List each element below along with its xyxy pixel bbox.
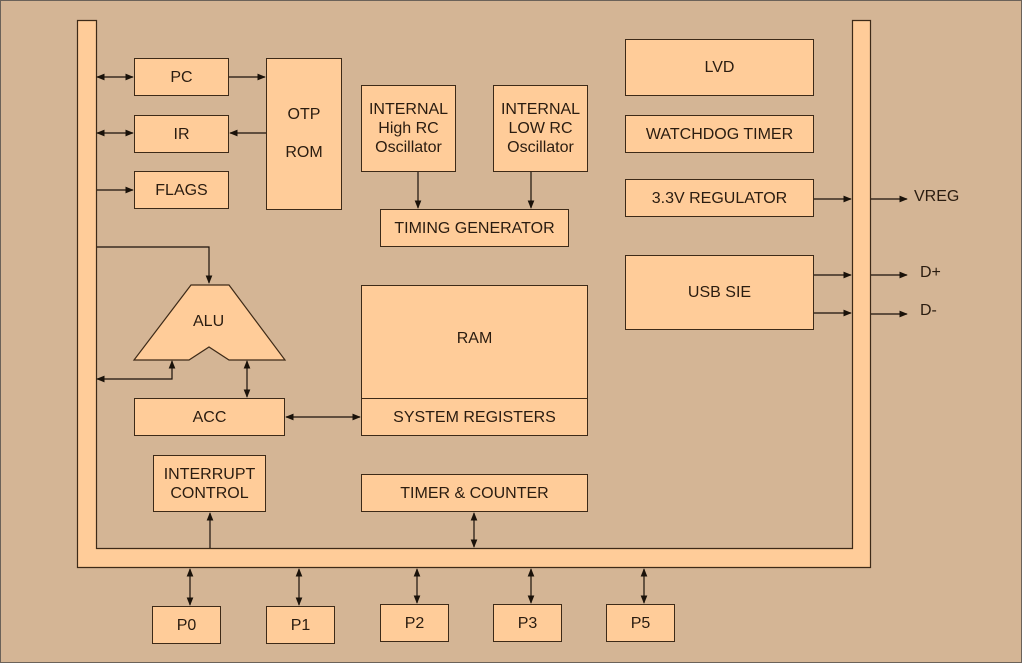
- system-registers-block: SYSTEM REGISTERS: [361, 398, 588, 436]
- acc-label: ACC: [192, 408, 227, 426]
- port-p1-block: P1: [266, 606, 335, 644]
- port-p3-label: P3: [517, 614, 538, 632]
- usb-sie-label: USB SIE: [687, 284, 752, 301]
- acc-block: ACC: [134, 398, 285, 436]
- low-rc-label-line1: INTERNAL: [500, 101, 581, 118]
- alu-label: ALU: [193, 313, 225, 330]
- wire-alu-bus: [96, 360, 176, 383]
- ram-block: RAM: [361, 285, 588, 399]
- port-p0-label: P0: [176, 616, 197, 634]
- port-p5-label: P5: [630, 614, 651, 632]
- low-rc-oscillator-block: INTERNAL LOW RC Oscillator: [493, 85, 588, 172]
- usb-sie-block: USB SIE: [625, 255, 814, 330]
- port-p2-label: P2: [404, 614, 425, 632]
- port-p2-block: P2: [380, 604, 449, 642]
- lvd-block: LVD: [625, 39, 814, 96]
- otp-rom-label-line1: OTP: [287, 106, 321, 123]
- wire-bus-alu: [97, 246, 213, 284]
- high-rc-label-line1: INTERNAL: [368, 101, 449, 118]
- interrupt-label-line1: INTERRUPT: [163, 465, 256, 483]
- ir-label: IR: [173, 125, 190, 143]
- port-p0-block: P0: [152, 606, 221, 644]
- flags-block: FLAGS: [134, 171, 229, 209]
- high-rc-label-line3: Oscillator: [375, 139, 442, 156]
- high-rc-oscillator-block: INTERNAL High RC Oscillator: [361, 85, 456, 172]
- timer-counter-label: TIMER & COUNTER: [400, 484, 549, 502]
- internal-bus-right: [852, 20, 871, 568]
- ir-block: IR: [134, 115, 229, 153]
- port-p5-block: P5: [606, 604, 675, 642]
- d-minus-label: D-: [920, 302, 937, 319]
- port-p3-block: P3: [493, 604, 562, 642]
- pc-label: PC: [170, 68, 193, 86]
- regulator-block: 3.3V REGULATOR: [625, 179, 814, 217]
- system-registers-label: SYSTEM REGISTERS: [393, 408, 556, 426]
- interrupt-label-line2: CONTROL: [170, 484, 249, 502]
- timing-generator-label: TIMING GENERATOR: [394, 219, 555, 237]
- watchdog-timer-block: WATCHDOG TIMER: [625, 115, 814, 153]
- watchdog-timer-label: WATCHDOG TIMER: [645, 125, 794, 143]
- low-rc-label-line2: LOW RC: [508, 120, 573, 137]
- pc-block: PC: [134, 58, 229, 96]
- internal-bus-bottom: [77, 548, 871, 568]
- timer-counter-block: TIMER & COUNTER: [361, 474, 588, 512]
- lvd-label: LVD: [704, 59, 735, 76]
- internal-bus-left: [77, 20, 96, 568]
- vreg-label: VREG: [914, 188, 960, 205]
- port-p1-label: P1: [290, 616, 311, 634]
- regulator-label: 3.3V REGULATOR: [651, 189, 788, 207]
- high-rc-label-line2: High RC: [378, 120, 439, 137]
- interrupt-control-block: INTERRUPT CONTROL: [153, 455, 266, 512]
- otp-rom-label-line2: ROM: [285, 144, 323, 161]
- low-rc-label-line3: Oscillator: [507, 139, 574, 156]
- flags-label: FLAGS: [155, 181, 208, 199]
- otp-rom-block: OTP ROM: [266, 58, 342, 210]
- timing-generator-block: TIMING GENERATOR: [380, 209, 569, 247]
- ram-label: RAM: [456, 329, 493, 347]
- d-plus-label: D+: [920, 264, 941, 281]
